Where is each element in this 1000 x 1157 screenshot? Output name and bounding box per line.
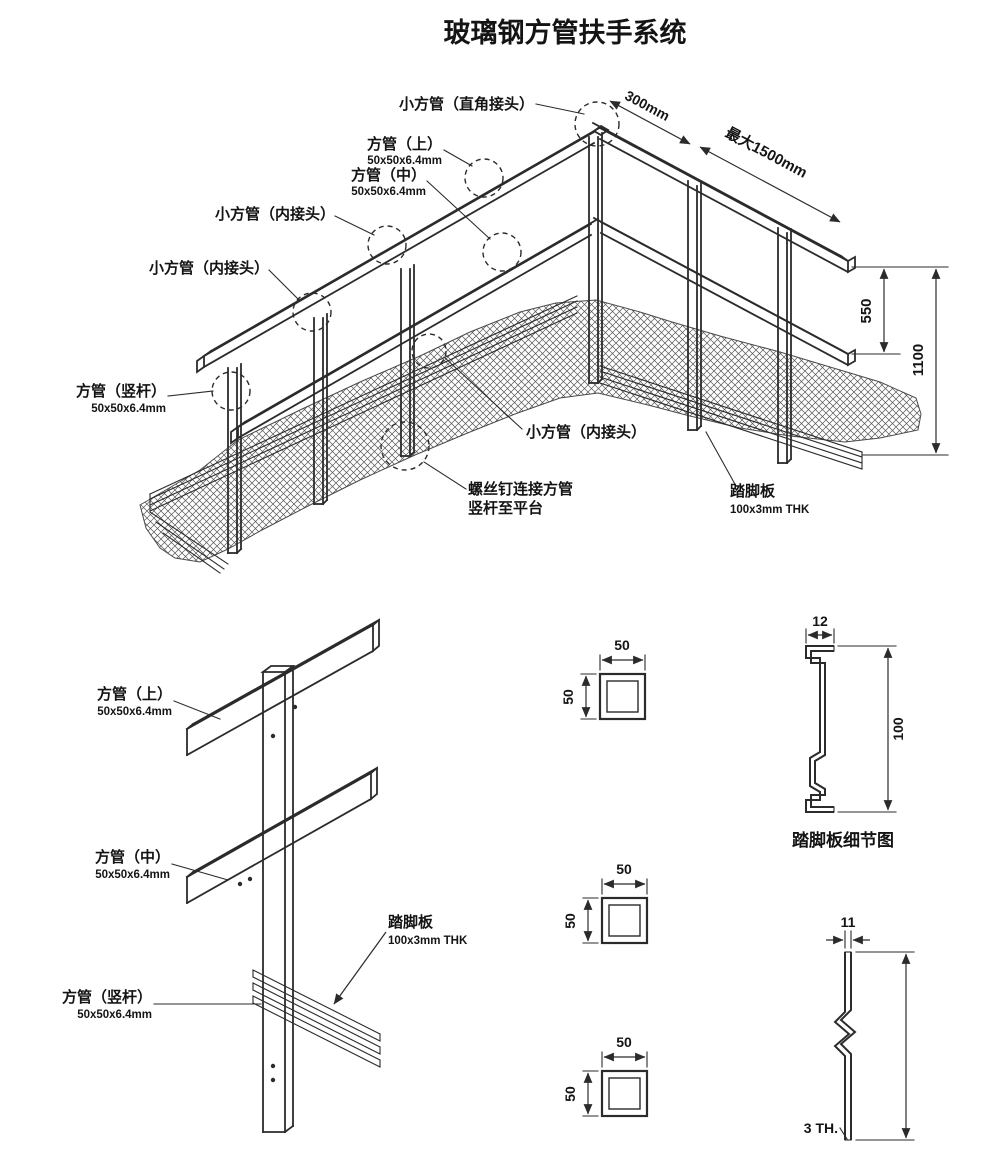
dim-arrow-300 xyxy=(609,100,691,145)
label-screw-note-1: 螺丝钉连接方管 xyxy=(468,480,573,498)
label-mid-tube: 方管（中） xyxy=(351,166,426,184)
leader-lines xyxy=(167,103,737,490)
toe-board-right-run xyxy=(599,365,863,470)
post-5 xyxy=(777,227,793,465)
section-2-height: 50 xyxy=(562,913,578,929)
section-1-inner xyxy=(606,680,639,713)
detail-bolt-dots xyxy=(237,704,298,1083)
detail-label-post-size: 50x50x6.4mm xyxy=(77,1009,152,1021)
toe-board-left-run xyxy=(149,295,578,512)
iso-view: 小方管（直角接头） 方管（上） 50x50x6.4mm 方管（中） 50x50x… xyxy=(76,87,949,574)
toeboard-profile-outer xyxy=(805,645,834,813)
detail-top-rail xyxy=(185,618,381,757)
section-3-inner xyxy=(608,1077,641,1110)
toeboard-thickness-detail: 11 3 TH. xyxy=(804,914,915,1141)
thickness-profile-right-wall xyxy=(839,952,857,1140)
label-screw-note-2: 竖杆至平台 xyxy=(468,499,543,517)
cross-section-3: 50 50 xyxy=(562,1034,649,1118)
detail-label-mid-tube: 方管（中） xyxy=(95,848,170,866)
label-corner-joint: 小方管（直角接头） xyxy=(399,95,534,113)
section-1-ticks xyxy=(580,654,646,720)
section-3-outer xyxy=(600,1069,649,1118)
page-title: 玻璃钢方管扶手系统 xyxy=(444,17,687,48)
detail-toe-board-slats xyxy=(252,969,381,1068)
dim-max-1500: 最大1500mm xyxy=(722,124,810,182)
thickness-profile-caps xyxy=(844,951,852,1141)
detail-toe-board-arrow xyxy=(333,931,387,1005)
callout-inner-joint-1 xyxy=(367,225,407,265)
detail-label-toe-board: 踏脚板 xyxy=(388,913,434,931)
callout-screw-connection xyxy=(380,421,430,471)
dim-arrow-1500 xyxy=(699,146,841,223)
section-3-width: 50 xyxy=(616,1034,632,1050)
toeboard-detail-caption: 踏脚板细节图 xyxy=(792,830,894,850)
section-1-outer xyxy=(598,672,647,721)
post-1 xyxy=(227,363,243,555)
callout-inner-joint-2 xyxy=(292,292,332,332)
section-1-width: 50 xyxy=(614,637,630,653)
toeboard-profile-inner xyxy=(810,650,834,808)
label-inner-joint-3: 小方管（内接头） xyxy=(526,423,646,441)
callout-mid-tube xyxy=(482,232,522,272)
toeboard-profile-detail: 12 100 踏脚板细节图 xyxy=(792,613,906,850)
label-top-tube: 方管（上） xyxy=(367,135,442,153)
label-top-tube-size: 50x50x6.4mm xyxy=(367,155,442,167)
dim-1100: 1100 xyxy=(910,344,927,377)
mid-rail-left xyxy=(230,217,600,445)
post-4 xyxy=(687,180,703,432)
label-post-size: 50x50x6.4mm xyxy=(91,403,166,415)
label-toe-board-size: 100x3mm THK xyxy=(730,504,810,516)
callout-post xyxy=(211,371,251,411)
cross-section-2: 50 50 xyxy=(562,861,649,945)
detail-post xyxy=(260,665,296,1134)
dim-extension-ticks xyxy=(851,266,949,456)
detail-label-toe-board-size: 100x3mm THK xyxy=(388,935,468,947)
label-mid-tube-size: 50x50x6.4mm xyxy=(351,186,426,198)
toeboard-dim-12: 12 xyxy=(812,613,828,629)
label-inner-joint-1: 小方管（内接头） xyxy=(215,205,335,223)
callout-inner-joint-3 xyxy=(411,333,447,369)
dim-550: 550 xyxy=(858,298,875,323)
detail-label-top-tube-size: 50x50x6.4mm xyxy=(97,706,172,718)
platform-grating-hatch xyxy=(139,299,922,563)
label-inner-joint-2: 小方管（内接头） xyxy=(149,259,269,277)
thickness-ticks xyxy=(839,930,915,1141)
detail-leader-lines xyxy=(153,700,262,1005)
section-3-ticks xyxy=(582,1051,648,1117)
thickness-profile-left-wall xyxy=(833,952,851,1140)
section-2-outer xyxy=(600,896,649,945)
detail-mid-rail xyxy=(185,766,379,905)
mid-rail-right xyxy=(592,216,856,367)
callout-top-tube xyxy=(464,158,504,198)
section-2-inner xyxy=(608,904,641,937)
section-1-height: 50 xyxy=(560,689,576,705)
label-post: 方管（竖杆） xyxy=(76,382,166,400)
toeboard-dim-100: 100 xyxy=(890,717,906,741)
top-rail-left xyxy=(196,125,603,374)
detail-label-post: 方管（竖杆） xyxy=(62,988,152,1006)
section-2-width: 50 xyxy=(616,861,632,877)
post-corner xyxy=(588,132,604,385)
toeboard-profile-ticks xyxy=(805,628,897,813)
section-3-height: 50 xyxy=(562,1086,578,1102)
platform-front-edge xyxy=(149,511,229,574)
label-toe-board: 踏脚板 xyxy=(730,482,776,500)
dim-300: 300mm xyxy=(622,87,672,124)
cross-section-1: 50 50 xyxy=(560,637,647,721)
detail-label-top-tube: 方管（上） xyxy=(97,685,172,703)
post-2 xyxy=(313,313,329,506)
section-2-ticks xyxy=(582,878,648,944)
thickness-label-3th: 3 TH. xyxy=(804,1120,838,1136)
thickness-dim-11: 11 xyxy=(841,914,856,930)
detail-label-mid-tube-size: 50x50x6.4mm xyxy=(95,869,170,881)
detail-view: 方管（上） 50x50x6.4mm 方管（中） 50x50x6.4mm 踏脚板 … xyxy=(62,618,468,1134)
